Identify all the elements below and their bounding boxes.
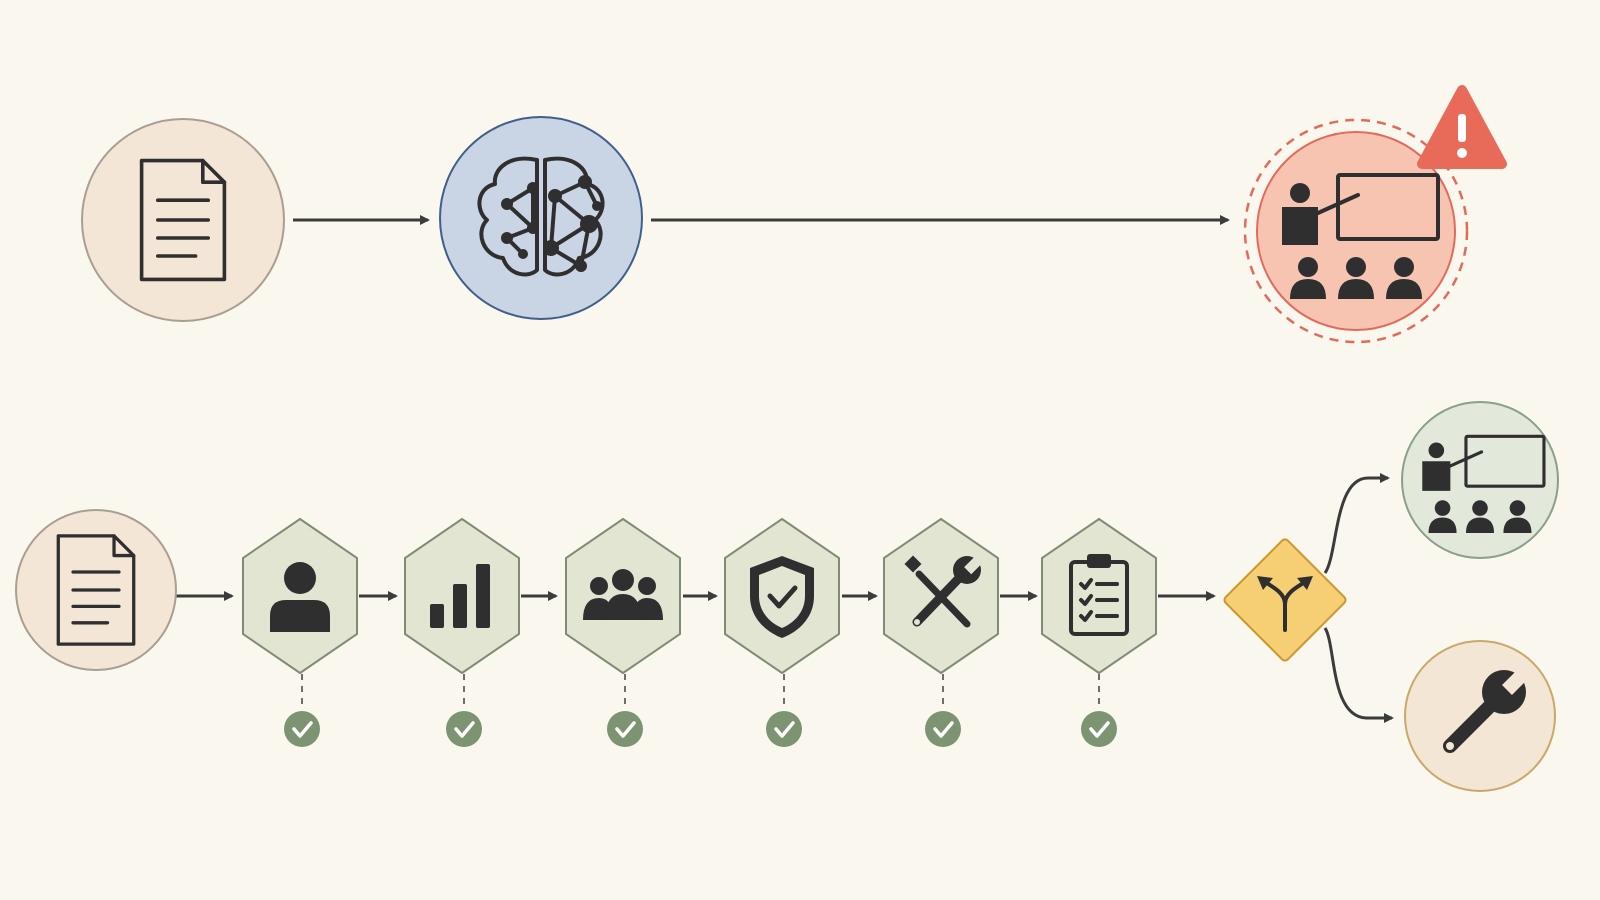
step-security-node[interactable]	[724, 517, 840, 675]
bar-chart-icon	[430, 564, 490, 628]
branch-edge-up	[1323, 473, 1390, 574]
group-icon	[583, 569, 663, 620]
top-flow	[81, 85, 1507, 344]
top-training-node[interactable]	[1243, 118, 1469, 344]
warning-icon	[1417, 85, 1507, 169]
step-tools-node[interactable]	[883, 517, 999, 675]
ai-model-node[interactable]	[439, 116, 643, 320]
check-icon	[1079, 709, 1119, 749]
outcome-repair-node[interactable]	[1404, 640, 1556, 792]
wrench-icon	[1443, 663, 1534, 753]
person-icon	[270, 562, 330, 632]
check-icon	[764, 709, 804, 749]
step-checklist-node[interactable]	[1041, 517, 1157, 675]
top-document-node[interactable]	[81, 118, 285, 322]
step-person-node[interactable]	[242, 517, 358, 675]
bottom-flow	[15, 401, 1559, 792]
decision-node[interactable]	[1223, 538, 1347, 662]
check-icon	[282, 709, 322, 749]
clipboard-checklist-icon	[1069, 554, 1129, 636]
split-arrow-icon	[1257, 576, 1313, 632]
check-icon	[605, 709, 645, 749]
brain-network-icon	[477, 156, 605, 277]
shield-check-icon	[750, 556, 814, 638]
bottom-document-node[interactable]	[15, 509, 177, 671]
tools-icon	[904, 554, 984, 628]
check-icon	[444, 709, 484, 749]
branch-edge-down	[1323, 627, 1394, 723]
step-metrics-node[interactable]	[404, 517, 520, 675]
check-icon	[923, 709, 963, 749]
step-team-node[interactable]	[565, 517, 681, 675]
outcome-training-node[interactable]	[1401, 401, 1559, 559]
